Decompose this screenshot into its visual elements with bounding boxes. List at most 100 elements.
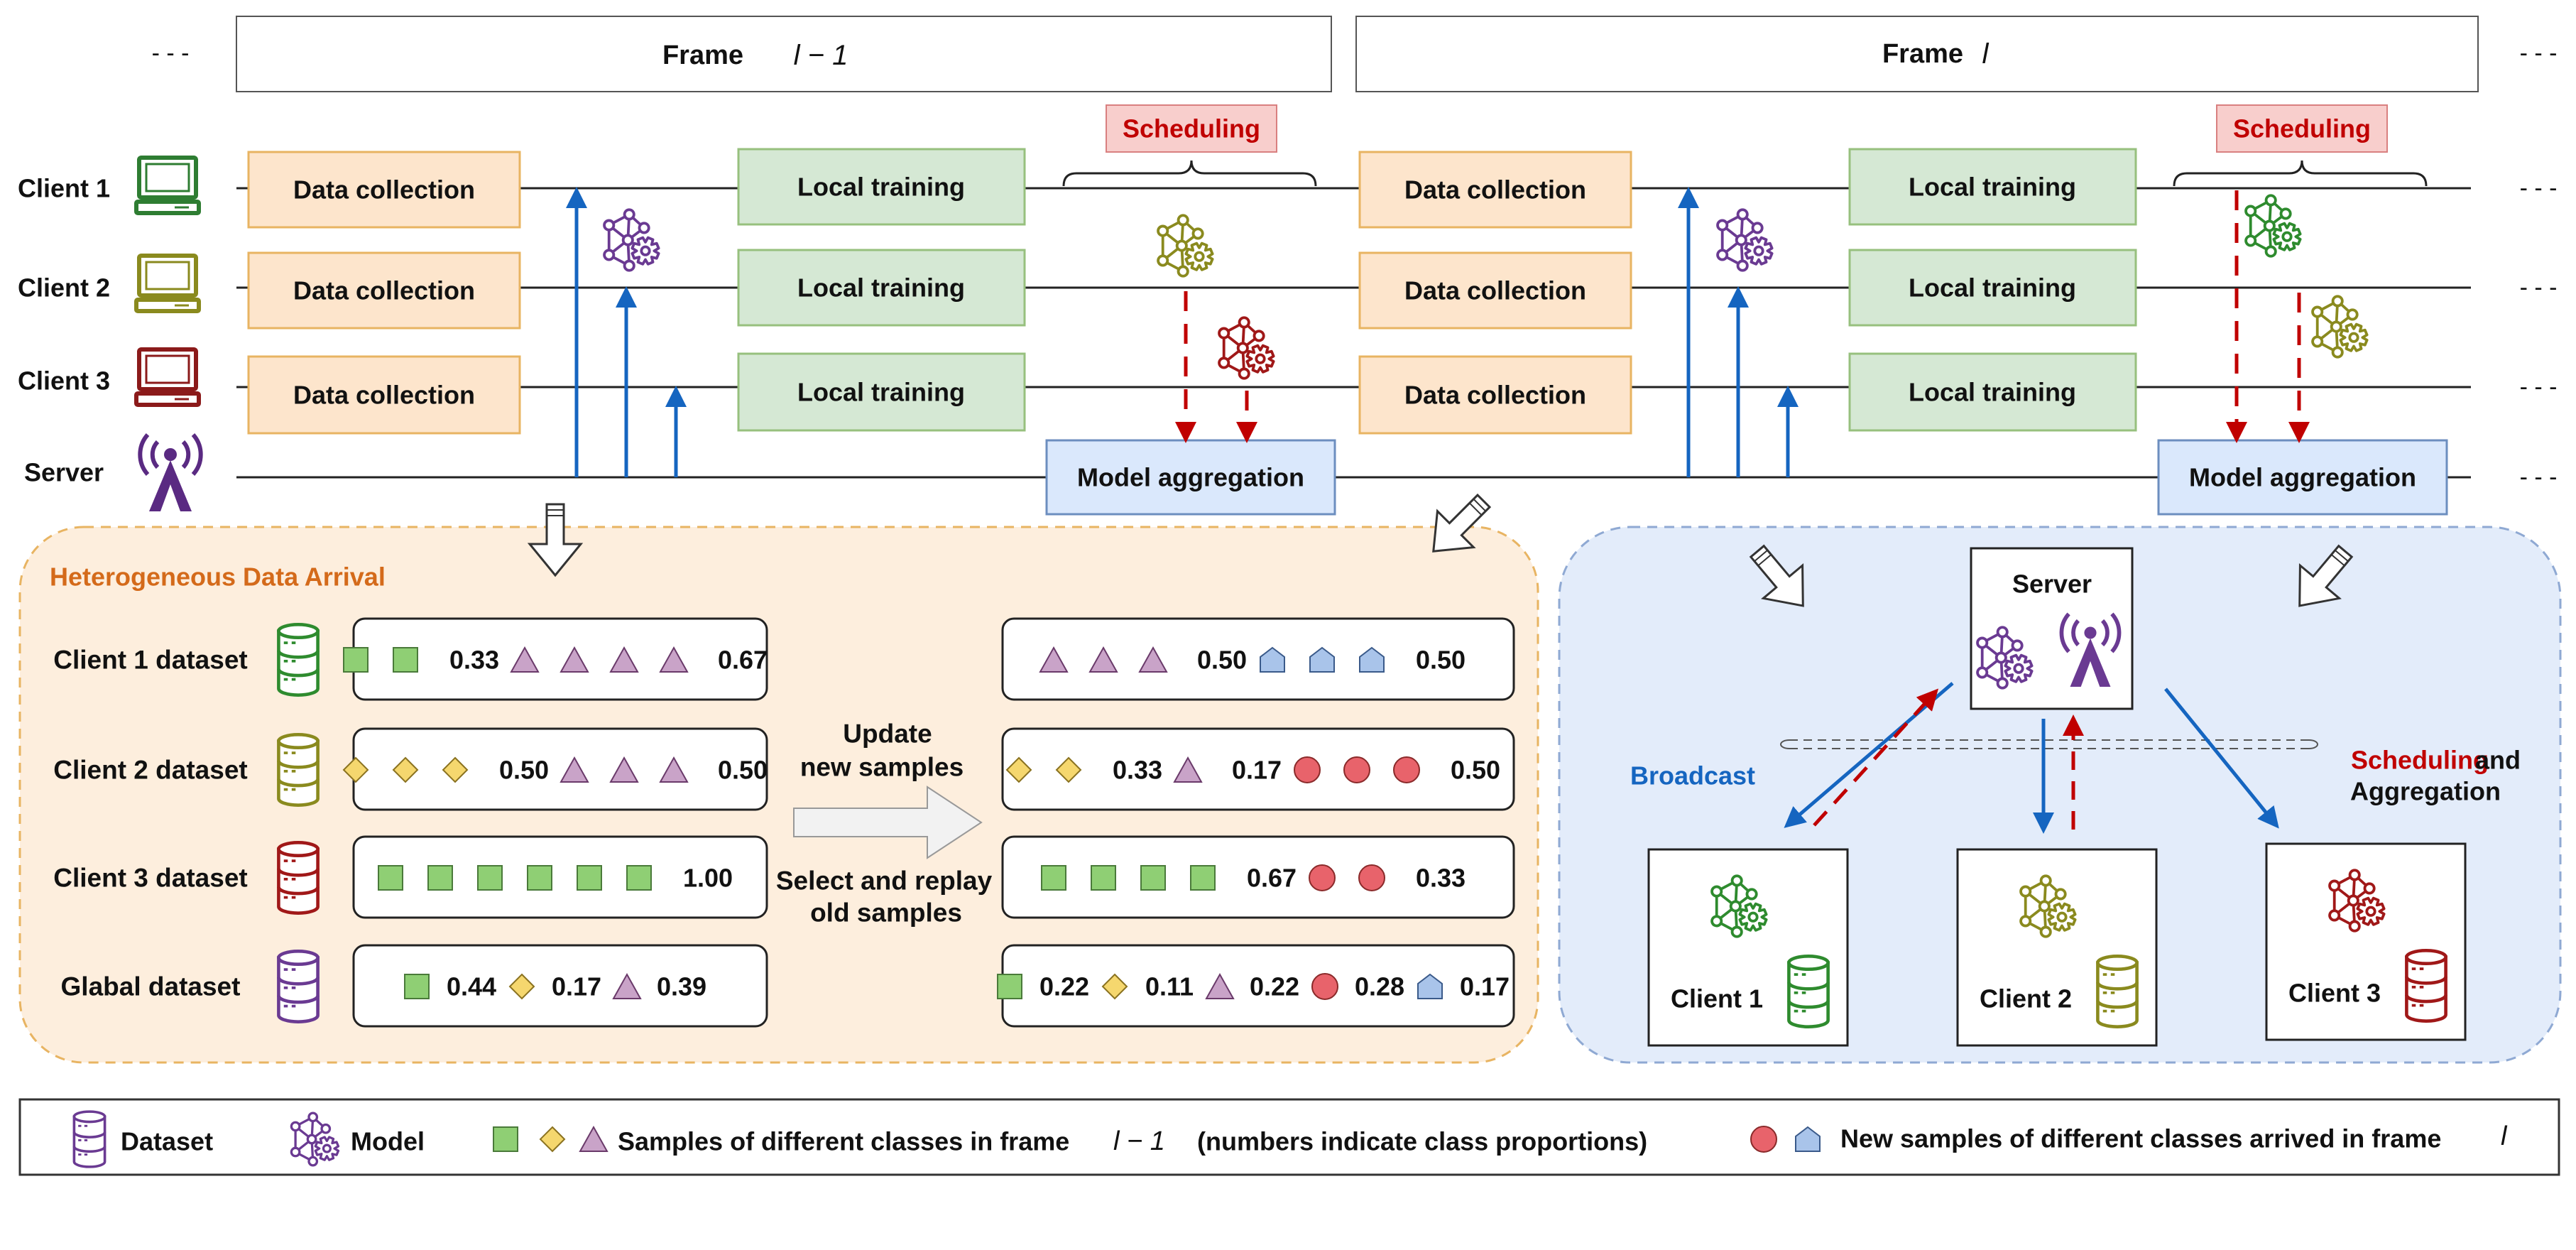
triangle-shape [510,646,540,673]
scheduling-brace [1062,160,1317,187]
model-icon [1716,208,1774,272]
local-training-label: Local training [797,273,965,303]
dataset-label: Client 1 dataset [53,646,247,675]
band [2096,982,2139,991]
proportion-value: 0.33 [1113,756,1162,785]
legend-box [18,1098,2560,1176]
legend-new-samples-label: New samples of different classes arrived… [1840,1124,2441,1153]
keyboard-base [134,200,201,215]
node [2039,874,2052,887]
hetero-title: Heterogeneous Data Arrival [50,562,386,592]
arrow-body [527,503,584,577]
wave [2100,619,2110,647]
node [2263,219,2276,232]
band [72,1131,107,1138]
node [1236,342,1249,354]
proportion-value: 0.67 [718,646,768,675]
ellipsis-text: - - - [2520,175,2558,202]
local-training-label: Local training [1909,378,2076,407]
square-shape [393,647,418,673]
database-icon [277,841,320,915]
gear-hub [1753,245,1764,256]
client-label: Client 1 [1671,984,1763,1013]
square-shape [1041,865,1066,891]
data-collection-label: Data collection [293,175,475,205]
wave [2071,619,2080,647]
dataset-label: Glabal dataset [61,972,241,1001]
pentagon-shape [1417,973,1443,999]
model-icon [2244,194,2302,258]
square-shape [626,865,652,891]
database-icon [277,623,320,697]
cylinder-top [277,733,320,750]
node [2330,320,2342,333]
diamond-shape [508,973,535,1000]
node [1730,925,1743,938]
node [638,222,650,234]
legend-frame-math: l [2501,1121,2508,1151]
node [1996,677,2009,690]
model-icon [2311,295,2369,359]
wave [2059,612,2070,653]
database-icon [1787,955,1830,1028]
pentagon-shape [1309,646,1335,673]
node [1157,254,1169,267]
local-training-box [1848,249,2137,327]
triangle-shape [1138,646,1168,673]
node [1175,239,1188,252]
update-arrow [793,786,983,859]
proportion-value: 0.17 [1460,972,1510,1001]
scheduling-label: Scheduling [1123,114,1260,143]
antenna-core [2084,626,2097,639]
local-training-box [737,249,1026,327]
square-shape [493,1126,518,1152]
proportion-value: 0.67 [1247,864,1297,893]
proportion-value: 0.33 [449,646,499,675]
node [1252,330,1265,342]
dataset-label: Client 3 dataset [53,864,247,893]
scheduling-brace [2173,160,2428,187]
keyboard-base [134,298,201,313]
sample-box [1001,617,1515,701]
triangle-shape [612,972,642,999]
legend-model-label: Model [351,1127,425,1156]
database-icon [2096,955,2139,1028]
node [1735,234,1747,246]
cylinder [277,956,320,1023]
node [1736,208,1749,221]
node [2311,335,2324,348]
ellipsis-text: - - - [152,40,190,67]
node [2054,888,2067,901]
cylinder-top [277,950,320,967]
cylinder [1787,961,1830,1028]
sample-box [352,835,768,919]
square-shape [427,865,453,891]
node [2279,207,2292,220]
triangle-shape [659,756,689,783]
model-aggregation-box [1045,439,1336,516]
node [2244,234,2257,247]
circle-shape [1309,864,1336,891]
gear-hub [2348,332,2359,343]
hollow-diag-arrow [1749,544,1804,607]
monitor [137,156,198,200]
node [2244,205,2257,217]
node [2038,900,2051,913]
square-shape [1091,865,1116,891]
pentagon-shape [1359,646,1385,673]
diamond-shape [1055,756,1082,783]
arrow-tail-line [2335,550,2349,562]
update-label: Update [843,719,932,749]
ellipsis-text: - - - [2520,374,2558,401]
cylinder [277,739,320,807]
square-shape [1140,865,1166,891]
scheduling-label: Scheduling [2233,114,2371,143]
legend-old-samples-label: Samples of different classes in frame [618,1127,1069,1156]
model-aggregation-label: Model aggregation [1077,463,1304,492]
model-aggregation-label: Model aggregation [2189,463,2416,492]
cylinder-top [277,841,320,858]
dataset-label: Client 2 dataset [53,756,247,785]
node [1994,651,2007,664]
wave [150,440,160,469]
